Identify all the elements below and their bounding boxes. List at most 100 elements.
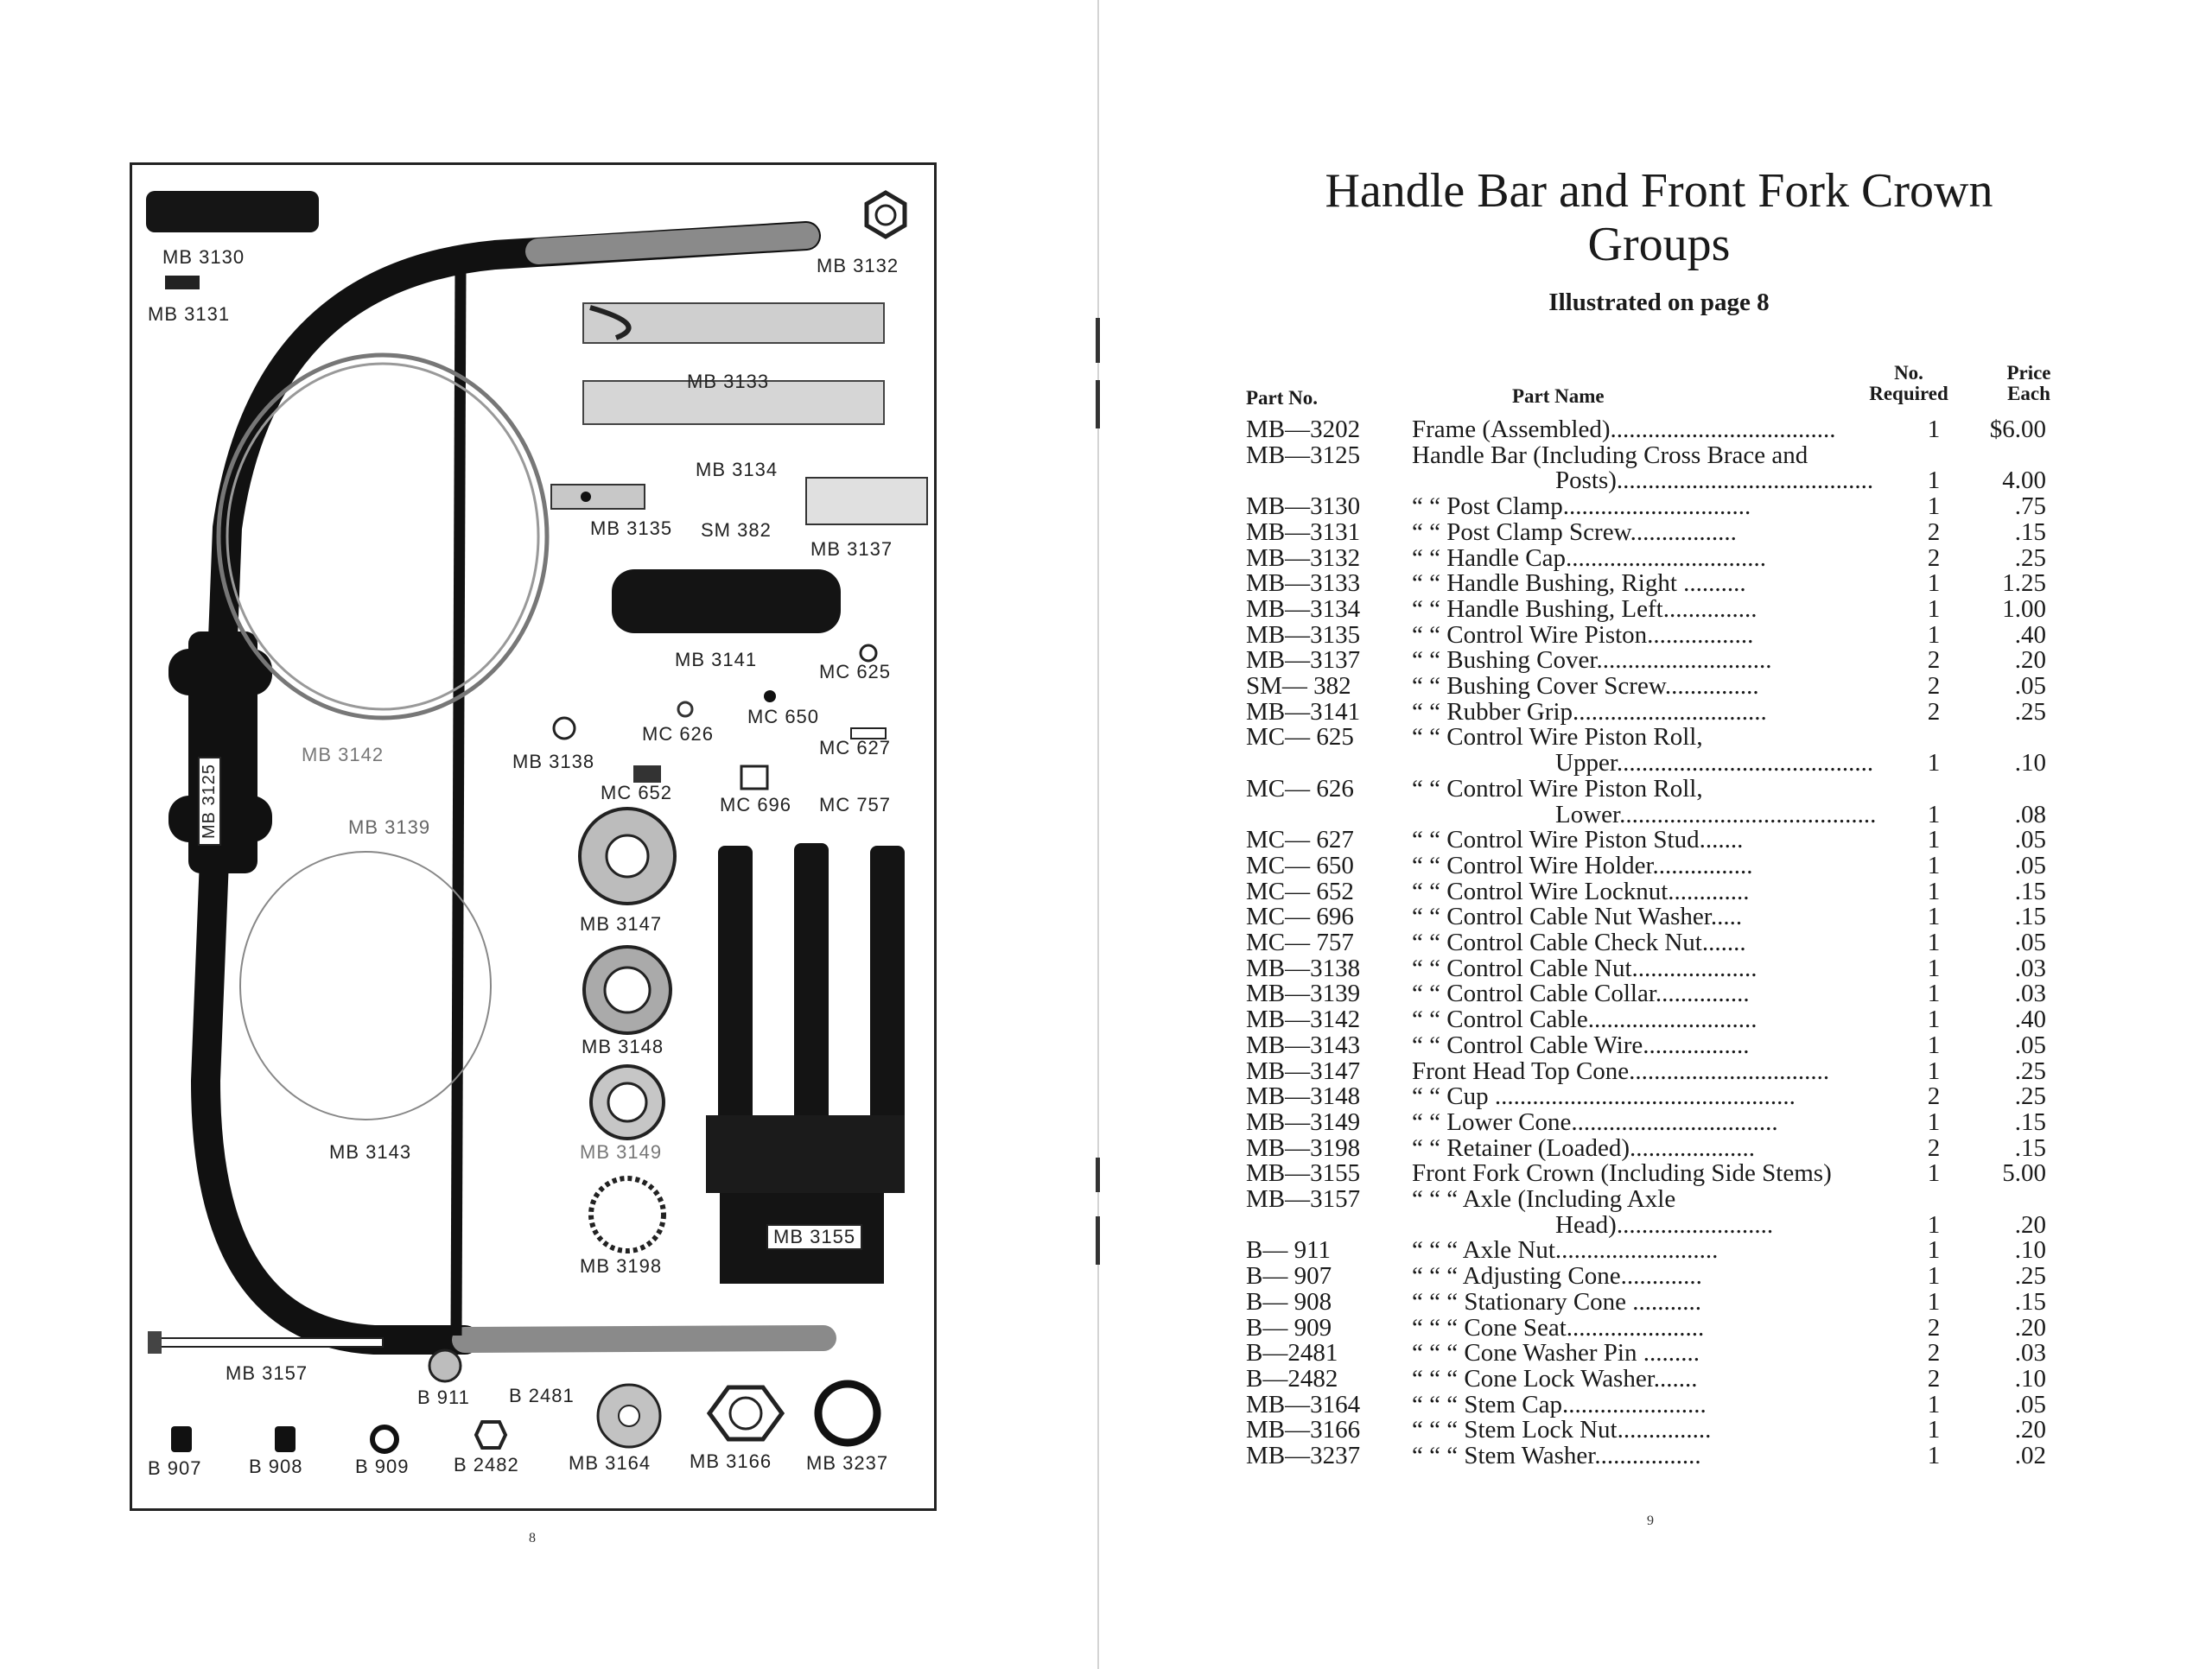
label-mb3141: MB 3141 [675, 649, 758, 670]
rubber-grip-part [612, 569, 841, 633]
table-row: MB—3137“ “ Bushing Cover................… [1246, 647, 2058, 673]
header-part-name: Part Name [1512, 385, 1605, 407]
required-cell: 1 [1927, 1287, 1941, 1316]
table-row: MB—3148“ “ Cup .........................… [1246, 1083, 2058, 1109]
part-number-cell: MB—3141 [1246, 697, 1361, 726]
label-mc696: MC 696 [720, 794, 792, 815]
part-name-cell: “ “ “ Stem Lock Nut............... [1412, 1416, 1712, 1444]
page-title: Handle Bar and Front Fork Crown Groups [1227, 164, 2091, 271]
label-mc627: MC 627 [819, 737, 892, 758]
label-b907: B 907 [148, 1457, 202, 1479]
part-name-cell: Posts)..................................… [1555, 466, 1874, 495]
handle-bushing-right-part [582, 302, 885, 344]
required-cell: 1 [1927, 826, 1941, 854]
part-name-cell: “ “ Post Clamp Screw................. [1412, 517, 1737, 546]
table-row: MB—3143“ “ Control Cable Wire...........… [1246, 1032, 2058, 1058]
table-row: MB—3130“ “ Post Clamp...................… [1246, 493, 2058, 519]
table-row: B— 909“ “ “ Cone Seat...................… [1246, 1315, 2058, 1341]
table-row: MC— 652“ “ Control Wire Locknut.........… [1246, 879, 2058, 904]
title-line-1: Handle Bar and Front Fork Crown [1325, 164, 1993, 218]
part-name-cell: “ “ “ Stem Washer................. [1412, 1442, 1701, 1469]
price-cell: .25 [2014, 697, 2046, 726]
part-number-cell: MB—3166 [1246, 1416, 1361, 1444]
table-row: MB—3166 “ “ “ Stem Lock Nut..............… [1246, 1417, 2058, 1443]
part-number-cell: MB—3138 [1246, 954, 1361, 982]
label-mb3147: MB 3147 [580, 913, 663, 935]
table-row: MB—3164“ “ “ Stem Cap...................… [1246, 1392, 2058, 1418]
required-cell: 1 [1927, 620, 1941, 649]
part-name-cell: “ “ Control Cable Check Nut....... [1412, 929, 1746, 956]
handle-bushing-left-part [582, 380, 885, 425]
header-required: No. Required [1858, 363, 1960, 404]
table-row: MB—3149“ “ Lower Cone...................… [1246, 1109, 2058, 1135]
required-cell: 1 [1927, 929, 1941, 956]
spine-mark [1096, 1158, 1100, 1192]
required-cell: 1 [1927, 594, 1941, 623]
part-number-cell: MB—3157 [1246, 1185, 1361, 1213]
required-cell: 1 [1927, 492, 1941, 521]
label-mb3131: MB 3131 [148, 303, 231, 325]
part-number-cell: MC— 625 [1246, 723, 1354, 752]
table-row: MB—3133“ “ Handle Bushing, Right .......… [1246, 570, 2058, 596]
table-row: MC— 696“ “ Control Cable Nut Washer.....… [1246, 904, 2058, 930]
table-row: MB—3142“ “ Control Cable................… [1246, 1006, 2058, 1032]
price-cell: .05 [2014, 672, 2046, 700]
part-number-cell: MB—3147 [1246, 1057, 1361, 1085]
spine-mark [1096, 318, 1100, 363]
price-cell: .05 [2014, 1031, 2046, 1059]
part-name-cell: Upper...................................… [1555, 749, 1874, 777]
required-cell: 1 [1927, 1390, 1941, 1418]
label-b2482: B 2482 [454, 1454, 519, 1475]
header-price-line1: Price [2006, 362, 2051, 384]
price-cell: .10 [2014, 1364, 2046, 1393]
part-name-cell: “ “ Post Clamp..........................… [1412, 492, 1751, 521]
post-clamp-part [146, 191, 319, 232]
price-cell: .15 [2014, 903, 2046, 931]
part-name-cell: “ “ Lower Cone..........................… [1412, 1107, 1778, 1136]
required-cell: 2 [1927, 1313, 1941, 1342]
required-cell: 2 [1927, 672, 1941, 700]
label-mb3237: MB 3237 [806, 1452, 889, 1474]
label-mb3138: MB 3138 [512, 751, 595, 772]
required-cell: 2 [1927, 1339, 1941, 1368]
part-name-cell: “ “ “ Cone Washer Pin ......... [1412, 1339, 1700, 1368]
price-cell: .25 [2014, 543, 2046, 572]
left-page-number: 8 [529, 1531, 536, 1545]
spine-mark [1096, 380, 1100, 428]
label-mb3137: MB 3137 [810, 538, 893, 560]
part-name-cell: “ “ “ Axle (Including Axle [1412, 1185, 1676, 1213]
part-number-cell: MB—3142 [1246, 1006, 1361, 1034]
part-name-cell: “ “ Control Cable Wire................. [1412, 1031, 1750, 1059]
part-number-cell: MB—3135 [1246, 620, 1361, 649]
header-part-no: Part No. [1246, 387, 1319, 409]
header-price: Price Each [1994, 363, 2063, 404]
part-number-cell: MB—3202 [1246, 416, 1361, 443]
required-cell: 2 [1927, 543, 1941, 572]
table-row: B—2481“ “ “ Cone Washer Pin .........2.0… [1246, 1340, 2058, 1366]
table-row: MB—3138“ “ Control Cable Nut............… [1246, 955, 2058, 981]
required-cell: 1 [1927, 569, 1941, 598]
table-row: MB—3198“ “ Retainer (Loaded)............… [1246, 1135, 2058, 1161]
part-name-cell: “ “ Handle Cap..........................… [1412, 543, 1766, 572]
required-cell: 1 [1927, 1416, 1941, 1444]
table-row: MB—3131“ “ Post Clamp Screw.............… [1246, 519, 2058, 545]
label-mb3164: MB 3164 [569, 1452, 652, 1474]
required-cell: 1 [1927, 851, 1941, 879]
part-number-cell: MC— 757 [1246, 929, 1354, 956]
price-cell: .03 [2014, 954, 2046, 982]
part-name-cell: “ “ Control Wire Piston Roll, [1412, 774, 1703, 803]
part-number-cell: MC— 650 [1246, 851, 1354, 879]
label-mb3166: MB 3166 [690, 1450, 772, 1472]
label-b909: B 909 [355, 1456, 410, 1477]
required-cell: 1 [1927, 877, 1941, 905]
part-name-cell: “ “ “ Stationary Cone ........... [1412, 1287, 1702, 1316]
table-row: MC— 650“ “ Control Wire Holder..........… [1246, 853, 2058, 879]
table-row: B—2482“ “ “ Cone Lock Washer.......2.10 [1246, 1366, 2058, 1392]
required-cell: 1 [1927, 1057, 1941, 1085]
price-cell: .25 [2014, 1082, 2046, 1111]
part-number-cell: B— 908 [1246, 1287, 1332, 1316]
part-number-cell: SM— 382 [1246, 672, 1351, 700]
required-cell: 2 [1927, 517, 1941, 546]
